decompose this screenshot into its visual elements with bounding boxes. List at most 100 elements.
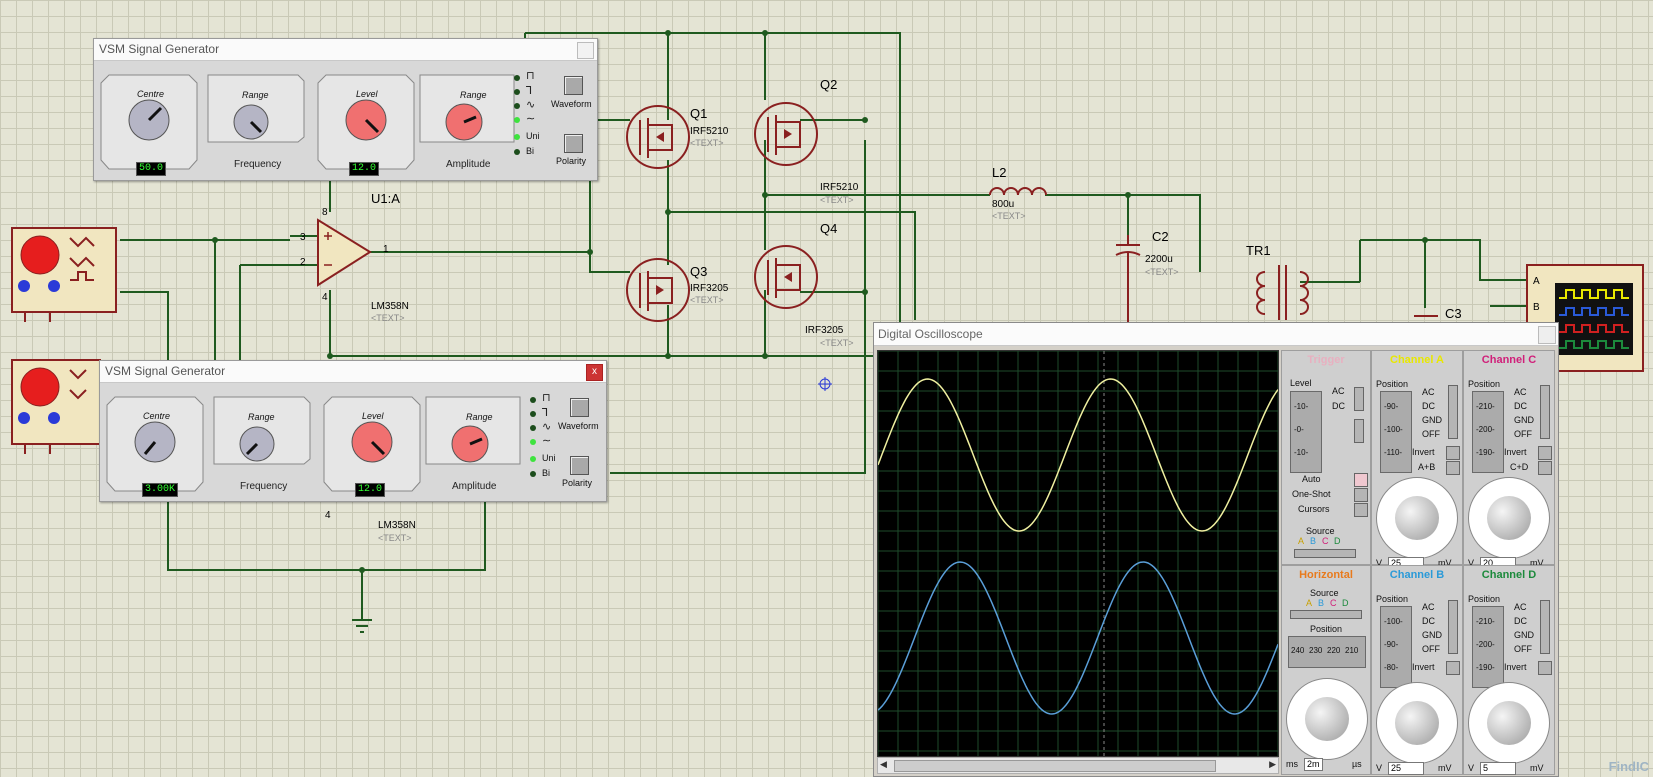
capacitor-c2[interactable]	[1115, 235, 1141, 330]
trigger-tick-bottom: -10-	[1294, 448, 1309, 457]
channel-d-position-slider[interactable]: -210--200--190-	[1472, 606, 1504, 688]
siggen-top-led-sine[interactable]	[514, 117, 520, 123]
siggen-symbol-top[interactable]	[11, 227, 117, 322]
oscilloscope-titlebar[interactable]: Digital Oscilloscope	[874, 323, 1558, 346]
horizontal-source-slider[interactable]	[1290, 610, 1362, 619]
trigger-header: Trigger	[1307, 354, 1345, 366]
scroll-thumb[interactable]	[894, 760, 1216, 772]
channel-b-coupling-0: AC	[1422, 602, 1435, 612]
tr1-ref: TR1	[1246, 243, 1271, 258]
channel-b-invert-label: Invert	[1412, 662, 1435, 672]
channel-d-knob[interactable]	[1487, 701, 1531, 745]
square-wave-icon: ⊓	[542, 392, 551, 404]
siggen-bottom-titlebar[interactable]: VSM Signal Generator x	[100, 361, 606, 383]
channel-a-knob[interactable]	[1395, 496, 1439, 540]
trigger-auto-checkbox[interactable]	[1354, 473, 1368, 487]
siggen-top-titlebar[interactable]: VSM Signal Generator	[94, 39, 597, 61]
scroll-left-icon[interactable]: ◀	[880, 759, 887, 769]
siggen-symbol-bottom[interactable]	[11, 359, 101, 454]
siggen-bottom-polarity-button[interactable]	[570, 456, 589, 475]
siggen-top-led-square[interactable]	[514, 75, 520, 81]
siggen-bottom-level-panel	[323, 396, 421, 492]
channel-d-position-label: Position	[1468, 594, 1501, 604]
siggen-bottom-led-bi[interactable]	[530, 471, 536, 477]
siggen-top-level-display: 12.0	[349, 162, 380, 176]
trigger-coupling-switch[interactable]	[1354, 387, 1364, 411]
trigger-source-slider[interactable]	[1294, 549, 1356, 558]
q2-text: <TEXT>	[820, 195, 854, 205]
channel-b-knob[interactable]	[1395, 701, 1439, 745]
q2-part: IRF5210	[820, 182, 859, 193]
horizontal-position-slider[interactable]: 240 230 220 210	[1288, 636, 1366, 668]
siggen-bottom-led-saw[interactable]	[530, 411, 536, 417]
scope-symbol[interactable]	[1526, 264, 1644, 372]
u1a-pin4: 4	[322, 292, 328, 303]
horizontal-knob[interactable]	[1305, 697, 1349, 741]
siggen-bottom-led-square[interactable]	[530, 397, 536, 403]
oscilloscope-title: Digital Oscilloscope	[878, 327, 983, 341]
channel-c-knob[interactable]	[1487, 496, 1531, 540]
trigger-level-slider[interactable]: -10- -0- -10-	[1290, 391, 1322, 473]
channel-b-coupling-3: OFF	[1422, 644, 1440, 654]
horizontal-source-c: C	[1330, 598, 1337, 608]
channel-d-volts-dial[interactable]	[1468, 682, 1550, 764]
trigger-cursors-checkbox[interactable]	[1354, 503, 1368, 517]
q1-part: IRF5210	[690, 126, 729, 137]
siggen-top-led-uni[interactable]	[514, 134, 520, 140]
channel-b-invert-checkbox[interactable]	[1446, 661, 1460, 675]
siggen-top-close-button[interactable]	[577, 42, 594, 59]
channel-d-invert-checkbox[interactable]	[1538, 661, 1552, 675]
channel-c-invert-checkbox[interactable]	[1538, 446, 1552, 460]
channel-b-header: Channel B	[1389, 569, 1445, 581]
siggen-bottom-waveform-button[interactable]	[570, 398, 589, 417]
u1b-part: LM358N	[378, 520, 416, 531]
channel-c-volts-dial[interactable]	[1468, 477, 1550, 559]
opamp-u1a[interactable]	[317, 218, 372, 287]
siggen-bottom-polarity-label: Polarity	[562, 478, 593, 488]
channel-a-volts-dial[interactable]	[1376, 477, 1458, 559]
junctions	[212, 30, 1428, 573]
channel-b-coupling-switch[interactable]	[1448, 600, 1458, 654]
channel-c-sum-checkbox[interactable]	[1538, 461, 1552, 475]
trigger-auto-label: Auto	[1302, 474, 1321, 484]
siggen-top-led-bi[interactable]	[514, 149, 520, 155]
screen-horizontal-scrollbar[interactable]: ◀ ▶	[877, 757, 1279, 774]
oscilloscope-screen[interactable]	[877, 350, 1279, 757]
siggen-bottom-amp-range-label: Range	[466, 412, 493, 422]
siggen-top-polarity-button[interactable]	[564, 134, 583, 153]
horizontal-timebase-dial[interactable]	[1286, 678, 1368, 760]
square-wave-icon: ⊓	[526, 70, 535, 82]
transformer-tr1[interactable]	[1256, 265, 1309, 320]
q3-text: <TEXT>	[690, 295, 724, 305]
siggen-bottom-led-sine[interactable]	[530, 439, 536, 445]
channel-b-volts-dial[interactable]	[1376, 682, 1458, 764]
trigger-edge-switch[interactable]	[1354, 419, 1364, 443]
siggen-top-centre-panel	[100, 74, 198, 170]
channel-d-coupling-switch[interactable]	[1540, 600, 1550, 654]
oscilloscope-window[interactable]: Digital Oscilloscope ◀ ▶ Trigger Level -…	[873, 322, 1559, 777]
u1b-pin4: 4	[325, 510, 331, 521]
channel-a-sum-checkbox[interactable]	[1446, 461, 1460, 475]
channel-c-coupling-switch[interactable]	[1540, 385, 1550, 439]
oscilloscope-close-button[interactable]	[1538, 326, 1556, 344]
channel-a-position-slider[interactable]: -90--100--110-	[1380, 391, 1412, 473]
channel-a-coupling-3: OFF	[1422, 429, 1440, 439]
signal-generator-window-bottom[interactable]: VSM Signal Generator x Centre 3.00K Rang…	[99, 360, 607, 502]
inductor-l2[interactable]	[989, 187, 1047, 196]
scroll-right-icon[interactable]: ▶	[1269, 759, 1276, 769]
channel-c-position-slider[interactable]: -210--200--190-	[1472, 391, 1504, 473]
signal-generator-window-top[interactable]: VSM Signal Generator Centre 50.0 Range F…	[93, 38, 598, 181]
siggen-bottom-title: VSM Signal Generator	[105, 364, 226, 378]
trigger-oneshot-checkbox[interactable]	[1354, 488, 1368, 502]
channel-a-invert-checkbox[interactable]	[1446, 446, 1460, 460]
channel-a-coupling-switch[interactable]	[1448, 385, 1458, 439]
siggen-bottom-led-uni[interactable]	[530, 456, 536, 462]
siggen-top-led-triangle[interactable]	[514, 103, 520, 109]
siggen-top-led-saw[interactable]	[514, 89, 520, 95]
siggen-bottom-close-button[interactable]: x	[586, 364, 603, 381]
siggen-bottom-led-triangle[interactable]	[530, 425, 536, 431]
siggen-top-waveform-button[interactable]	[564, 76, 583, 95]
channel-b-position-slider[interactable]: -100--90--80-	[1380, 606, 1412, 688]
